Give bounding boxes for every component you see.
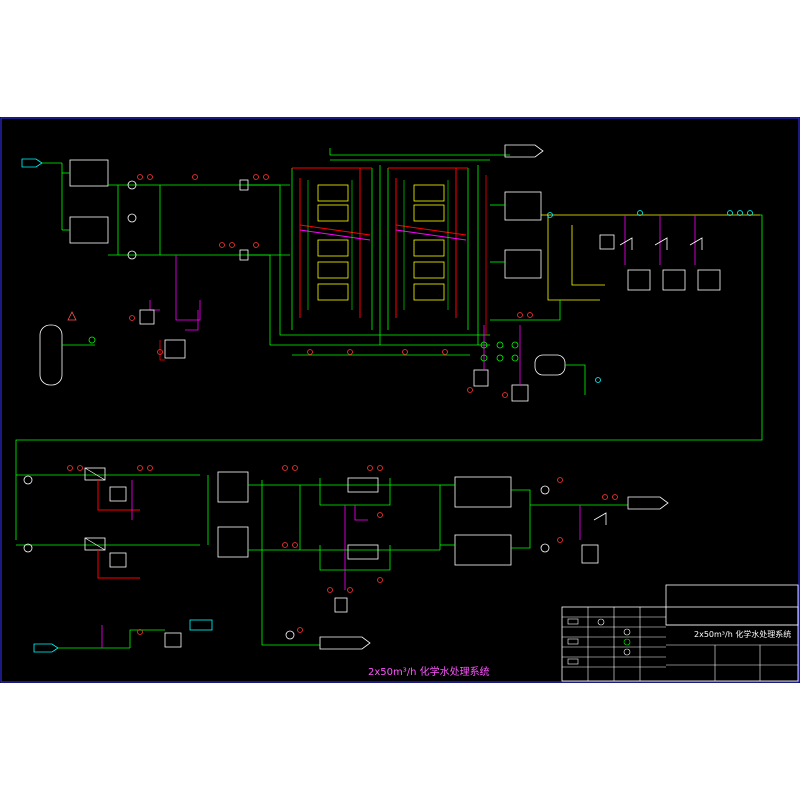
product-dosing-tank — [581, 544, 599, 564]
title-block — [561, 584, 799, 682]
main-header — [248, 184, 490, 336]
drain-outlet-arrow — [319, 636, 371, 650]
heat-exchanger-2 — [84, 537, 106, 551]
red-loop-lower-1 — [97, 480, 140, 511]
cad-drawing-area — [0, 117, 800, 683]
tank-2 — [69, 216, 109, 244]
ion-exchanger-block-1 — [291, 167, 373, 330]
vessel-safety-valve — [67, 311, 77, 321]
heat-exchanger-1 — [84, 467, 106, 481]
edi-magenta-2 — [354, 505, 368, 521]
dosing-tank-upper — [164, 339, 186, 359]
drawing-title: 2x50m³/h 化学水处理系统 — [368, 665, 490, 678]
chemical-dosing-right — [599, 215, 721, 291]
product-dosing-2 — [593, 512, 607, 525]
raw-water-inlet-arrow — [21, 158, 43, 168]
demin-tank-1 — [504, 191, 542, 221]
instrument-bubbles-green — [480, 341, 519, 362]
lower-vertical-2 — [261, 480, 320, 646]
backwash-tank — [164, 632, 182, 648]
lower-pump-2 — [23, 543, 33, 553]
pressure-vessel — [39, 324, 63, 386]
backwash-inlet-arrow — [33, 643, 59, 653]
pump-2 — [127, 213, 137, 223]
cartridge-1 — [109, 486, 127, 502]
top-outlet-arrow — [504, 144, 544, 158]
cartridge-2 — [109, 552, 127, 568]
drain-pump — [285, 630, 295, 640]
vessel-valve — [88, 336, 96, 344]
product-pump-1 — [540, 485, 550, 495]
hx2-diag — [84, 537, 106, 551]
product-tank-1 — [454, 476, 512, 508]
title-block-drawing-name: 2x50m³/h 化学水处理系统 — [694, 629, 791, 639]
ion-exchanger-block-2 — [387, 167, 469, 330]
dosing-red-line — [159, 340, 165, 361]
edi-unit-1 — [347, 477, 379, 493]
product-outlet — [511, 489, 531, 549]
demin-yellow-3 — [571, 225, 605, 286]
top-outlet-pipe — [329, 148, 510, 156]
backwash-green-2 — [129, 629, 165, 648]
edi-loop-1 — [319, 478, 391, 506]
dosing-pump-upper — [139, 309, 155, 325]
instrument-bubbles — [67, 174, 618, 635]
pump-1 — [127, 180, 137, 190]
product-pump-2 — [540, 543, 550, 553]
backwash-label-box — [189, 619, 213, 631]
feed-tank-lower-2 — [217, 526, 249, 558]
dosing-line-upper-2 — [149, 300, 160, 311]
edi-unit-2 — [347, 544, 379, 560]
edi-dosing-tank — [334, 597, 348, 613]
drain-tank-1 — [473, 369, 489, 387]
red-loop-lower-2 — [97, 550, 140, 579]
hx1-diag — [84, 467, 106, 481]
drain-tank-2 — [511, 384, 529, 402]
pump-3 — [127, 250, 137, 260]
return-loop — [15, 214, 763, 540]
product-outlet-arrow — [627, 496, 669, 510]
lower-pump-1 — [23, 475, 33, 485]
demin-yellow-2 — [547, 215, 600, 301]
demin-tank-2 — [504, 249, 542, 279]
drawing-frame — [0, 117, 800, 683]
feed-tank-lower-1 — [217, 471, 249, 503]
dosing-line-upper-1 — [175, 255, 201, 321]
degasser-tank — [534, 354, 566, 376]
dosing-feed — [185, 310, 199, 331]
main-header-2 — [248, 254, 490, 346]
degasser-pipe — [565, 364, 586, 395]
instrument-bubbles-cyan — [547, 210, 753, 383]
demin-green-out — [490, 300, 561, 321]
product-tank-2 — [454, 534, 512, 566]
edi-loop-2 — [319, 545, 391, 571]
tank-1 — [69, 159, 109, 187]
